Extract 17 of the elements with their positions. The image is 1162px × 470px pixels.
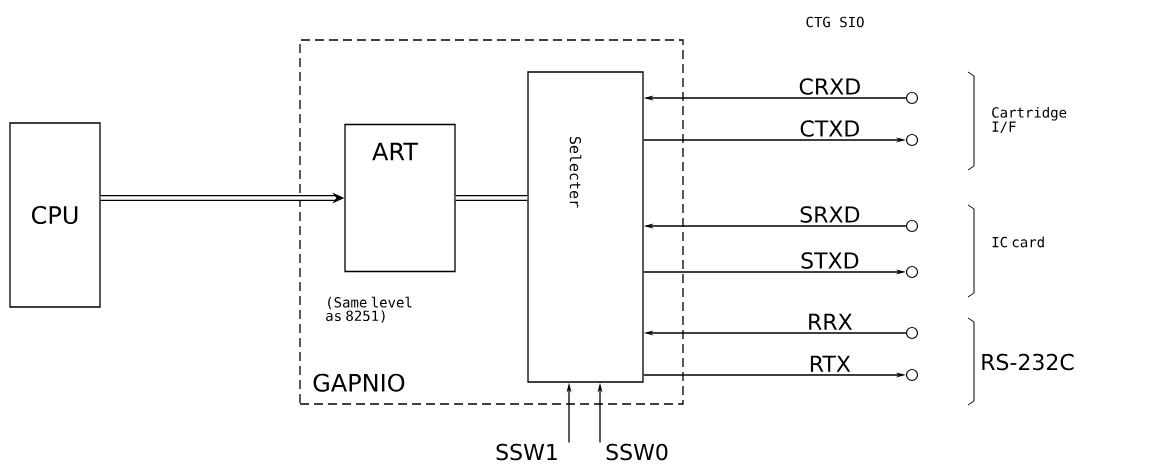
group-label: IC card <box>992 236 1044 248</box>
signal-label: SSW1 <box>496 443 557 461</box>
group-label: Cartridge I/F <box>992 106 1067 134</box>
edge-label: STXD <box>799 251 861 270</box>
edge-label: CRXD <box>797 77 863 96</box>
signal-line <box>455 195 528 201</box>
block-box: Selecter <box>527 71 644 383</box>
group-label: RS-232C <box>982 353 1074 371</box>
note-text: (Same level as 8251) <box>326 296 412 323</box>
edge-label: RRX <box>806 312 854 331</box>
block-box: CPU <box>9 122 101 308</box>
edge-label: SRXD <box>798 205 862 224</box>
signal-label: SSW0 <box>606 443 668 461</box>
edge-label: CTXD <box>798 119 862 138</box>
edge-label: RTX <box>807 354 852 373</box>
heading-text: CTG SIO <box>806 16 864 28</box>
block-box: ART <box>344 123 456 273</box>
